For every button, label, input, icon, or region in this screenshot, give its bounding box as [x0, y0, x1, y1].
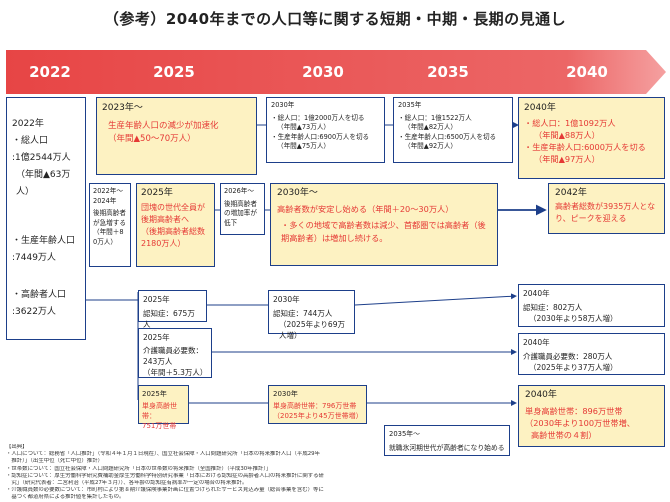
note-line: ・認知症について：厚生労働科学研究費補助金厚生労働科学特別研究事業「日本における…	[6, 472, 324, 479]
note-line: 基づく都道府県による推計値を集計したもの。	[6, 494, 125, 501]
working-pop-label: ・生産年齢人口	[12, 236, 76, 246]
box-2030-population: 2030年 ・総人口：1億2000万人を切る （年間▲73万人） ・生産年齢人口…	[266, 97, 385, 163]
box-2022-2024-late-elderly: 2022年～ 2024年 後期高齢者が急増する （年間＋80万人）	[89, 183, 131, 267]
summary-2022: 2022年 ・総人口 :1億2544万人 （年間▲63万人） ・生産年齢人口 :…	[6, 97, 86, 340]
box-2025-dementia: 2025年 認知症：675万人	[138, 290, 207, 329]
box-2026-growth-slows: 2026年～ 後期高齢者の増加率が低下	[220, 183, 265, 235]
box-2030-elderly-stable: 2030年～ 高齢者数が安定し始める（年間＋20～30万人） ・多くの地域で高齢…	[270, 183, 498, 266]
total-pop-value: :1億2544万人	[12, 153, 71, 163]
box-2030-single-households: 2030年 単身高齢世帯：796万世帯 （2025年より45万世帯増）	[268, 385, 367, 424]
box-2025-baby-boomers: 2025年 団塊の世代全員が後期高齢者へ （後期高齢者総数2180万人）	[136, 183, 215, 267]
box-2023-working-decline: 2023年～ 生産年齢人口の減少が加速化 （年間▲50～70万人）	[96, 97, 257, 175]
source-notes: 【出典】 ・人口について：総務省「人口推計」（令和４年１月１日現在）、国立社会保…	[6, 444, 378, 502]
box-2040-population: 2040年 ・総人口：1億1092万人 （年間▲88万人） ・生産年齢人口:60…	[518, 97, 665, 179]
box-2025-single-households: 2025年 単身高齢世帯： 751万世帯	[138, 385, 189, 430]
summary-year: 2022年	[12, 119, 44, 129]
elderly-pop-value: :3622万人	[12, 307, 56, 317]
note-line: ・介護職員数の必要数について：市町村により第８期介護保険事業計画に位置づけられた…	[6, 487, 324, 494]
year-2022: 2022	[29, 63, 71, 81]
note-line: ・人口について：総務省「人口推計」（令和４年１月１日現在）、国立社会保障・人口問…	[6, 451, 320, 458]
box-2030-dementia: 2030年 認知症：744万人 （2025年より69万人増）	[268, 290, 355, 340]
total-pop-label: ・総人口	[12, 136, 49, 146]
box-2035-ice-age-generation: 2035年～ 就職氷河期世代が高齢者になり始める	[384, 425, 510, 456]
box-2042-peak: 2042年 高齢者総数が3935万人となり、ピークを迎える	[548, 183, 665, 234]
note-line: 【出典】	[6, 444, 28, 450]
total-pop-change: （年間▲63万人）	[16, 170, 71, 197]
note-line: 究」（研究代表者：二宮利治（平成27年３月））、各年齢の認知症有病率が一定の場合…	[6, 480, 248, 487]
year-2040: 2040	[566, 63, 608, 81]
box-2040-single-households: 2040年 単身高齢世帯：896万世帯 （2030年より100万世帯増、 高齢世…	[518, 385, 665, 447]
note-line: ・世帯数について：国立社会保障・人口問題研究所「日本の世帯数の将来推計（全国推計…	[6, 465, 272, 472]
year-2035: 2035	[427, 63, 469, 81]
working-pop-value: :7449万人	[12, 253, 56, 263]
box-2025-care-workers: 2025年 介護職員必要数： 243万人 （年間＋5.3万人）	[138, 328, 212, 378]
box-2040-dementia: 2040年 認知症：802万人 （2030年より58万人増）	[518, 284, 665, 327]
note-line: 推計）」（出生中位（死亡中位）推計）	[6, 458, 104, 465]
box-2040-care-workers: 2040年 介護職員必要数：280万人 （2025年より37万人増）	[518, 333, 665, 375]
year-2025: 2025	[153, 63, 195, 81]
elderly-pop-label: ・高齢者人口	[12, 290, 67, 300]
box-2035-population: 2035年 ・総人口：1億1522万人 （年間▲82万人） ・生産年齢人口:65…	[393, 97, 513, 163]
page-title: （参考）2040年までの人口等に関する短期・中期・長期の見通し	[103, 10, 567, 28]
timeline-banner	[6, 50, 666, 94]
year-2030: 2030	[302, 63, 344, 81]
